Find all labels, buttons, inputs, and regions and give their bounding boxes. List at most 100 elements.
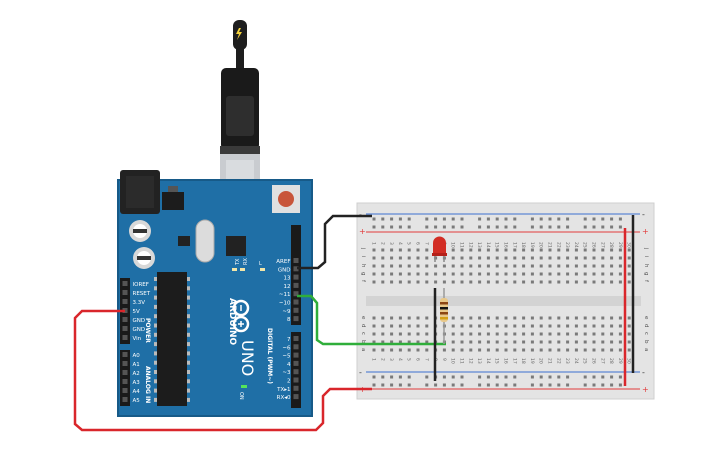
- breadboard-hole[interactable]: [504, 272, 508, 276]
- breadboard-hole[interactable]: [601, 264, 605, 268]
- breadboard-hole[interactable]: [434, 264, 438, 268]
- rail-hole[interactable]: [460, 225, 464, 229]
- breadboard-hole[interactable]: [557, 248, 561, 252]
- breadboard-hole[interactable]: [390, 340, 394, 344]
- header-pin[interactable]: [293, 258, 299, 263]
- rail-hole[interactable]: [513, 375, 517, 379]
- breadboard-hole[interactable]: [557, 324, 561, 328]
- breadboard-hole[interactable]: [416, 348, 420, 352]
- breadboard-hole[interactable]: [486, 264, 490, 268]
- breadboard-hole[interactable]: [539, 340, 543, 344]
- rail-hole[interactable]: [434, 217, 438, 221]
- breadboard-hole[interactable]: [451, 324, 455, 328]
- rail-hole[interactable]: [504, 217, 508, 221]
- breadboard-hole[interactable]: [618, 256, 622, 260]
- breadboard-hole[interactable]: [442, 348, 446, 352]
- breadboard-hole[interactable]: [513, 316, 517, 320]
- breadboard-hole[interactable]: [381, 280, 385, 284]
- breadboard-hole[interactable]: [530, 256, 534, 260]
- rail-hole[interactable]: [381, 383, 385, 387]
- breadboard-hole[interactable]: [548, 248, 552, 252]
- rail-hole[interactable]: [592, 225, 596, 229]
- breadboard-hole[interactable]: [627, 272, 631, 276]
- breadboard-hole[interactable]: [539, 248, 543, 252]
- breadboard-hole[interactable]: [398, 332, 402, 336]
- breadboard-hole[interactable]: [451, 316, 455, 320]
- breadboard-hole[interactable]: [583, 248, 587, 252]
- breadboard-hole[interactable]: [504, 332, 508, 336]
- rail-hole[interactable]: [390, 225, 394, 229]
- breadboard-hole[interactable]: [460, 272, 464, 276]
- breadboard-hole[interactable]: [513, 256, 517, 260]
- header-pin[interactable]: [293, 307, 299, 313]
- rail-hole[interactable]: [530, 375, 534, 379]
- rail-hole[interactable]: [610, 375, 614, 379]
- header-pin[interactable]: [122, 335, 128, 340]
- top-power-rail[interactable]: - + - +: [359, 210, 649, 236]
- breadboard-hole[interactable]: [486, 248, 490, 252]
- breadboard-hole[interactable]: [460, 256, 464, 260]
- breadboard-hole[interactable]: [557, 256, 561, 260]
- breadboard-hole[interactable]: [539, 348, 543, 352]
- breadboard-hole[interactable]: [513, 280, 517, 284]
- rail-hole[interactable]: [548, 217, 552, 221]
- rail-hole[interactable]: [407, 383, 411, 387]
- rail-hole[interactable]: [442, 383, 446, 387]
- breadboard-hole[interactable]: [425, 256, 429, 260]
- rail-hole[interactable]: [451, 383, 455, 387]
- breadboard-hole[interactable]: [592, 332, 596, 336]
- rail-hole[interactable]: [513, 217, 517, 221]
- rail-hole[interactable]: [592, 383, 596, 387]
- breadboard-hole[interactable]: [583, 332, 587, 336]
- rail-hole[interactable]: [460, 217, 464, 221]
- rail-hole[interactable]: [486, 225, 490, 229]
- rail-hole[interactable]: [390, 217, 394, 221]
- breadboard-hole[interactable]: [407, 264, 411, 268]
- rail-hole[interactable]: [610, 383, 614, 387]
- breadboard-hole[interactable]: [469, 316, 473, 320]
- breadboard-hole[interactable]: [478, 248, 482, 252]
- rail-hole[interactable]: [530, 225, 534, 229]
- breadboard-hole[interactable]: [460, 324, 464, 328]
- rail-hole[interactable]: [381, 375, 385, 379]
- breadboard-hole[interactable]: [566, 348, 570, 352]
- breadboard-hole[interactable]: [592, 280, 596, 284]
- breadboard-hole[interactable]: [451, 340, 455, 344]
- breadboard-hole[interactable]: [574, 272, 578, 276]
- breadboard-hole[interactable]: [451, 248, 455, 252]
- breadboard-hole[interactable]: [557, 340, 561, 344]
- breadboard-hole[interactable]: [486, 272, 490, 276]
- breadboard-hole[interactable]: [469, 272, 473, 276]
- arduino-uno-board[interactable]: TX RX L ARDUINO UNO ON IOREFRESET3.3V5VG…: [117, 170, 313, 417]
- rail-hole[interactable]: [557, 383, 561, 387]
- breadboard-hole[interactable]: [390, 316, 394, 320]
- breadboard-hole[interactable]: [522, 316, 526, 320]
- rail-hole[interactable]: [478, 217, 482, 221]
- breadboard-hole[interactable]: [601, 280, 605, 284]
- breadboard-hole[interactable]: [504, 348, 508, 352]
- breadboard-hole[interactable]: [504, 280, 508, 284]
- rail-hole[interactable]: [504, 375, 508, 379]
- breadboard-hole[interactable]: [451, 348, 455, 352]
- breadboard-hole[interactable]: [478, 280, 482, 284]
- rail-hole[interactable]: [425, 225, 429, 229]
- breadboard-hole[interactable]: [504, 256, 508, 260]
- breadboard-hole[interactable]: [592, 264, 596, 268]
- breadboard-hole[interactable]: [566, 280, 570, 284]
- breadboard-hole[interactable]: [627, 248, 631, 252]
- breadboard-hole[interactable]: [495, 340, 499, 344]
- breadboard-hole[interactable]: [618, 316, 622, 320]
- red-led[interactable]: [432, 236, 447, 262]
- breadboard-hole[interactable]: [390, 280, 394, 284]
- breadboard-hole[interactable]: [381, 340, 385, 344]
- breadboard-hole[interactable]: [601, 340, 605, 344]
- header-pin[interactable]: [122, 281, 128, 286]
- breadboard-hole[interactable]: [372, 316, 376, 320]
- rail-hole[interactable]: [460, 375, 464, 379]
- rail-hole[interactable]: [460, 383, 464, 387]
- breadboard-hole[interactable]: [398, 324, 402, 328]
- breadboard-hole[interactable]: [460, 280, 464, 284]
- breadboard-hole[interactable]: [478, 256, 482, 260]
- breadboard-hole[interactable]: [566, 256, 570, 260]
